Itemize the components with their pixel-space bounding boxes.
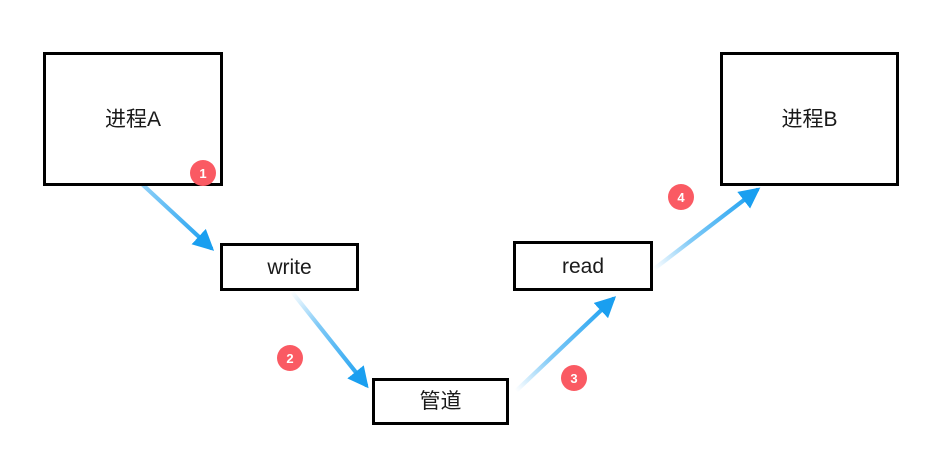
node-read-label: read [561, 254, 605, 278]
step-badge-1: 1 [190, 160, 216, 186]
node-process-b[interactable]: 进程B [720, 52, 899, 186]
node-process-b-label: 进程B [781, 107, 838, 131]
step-badge-3-label: 3 [570, 370, 578, 386]
arrow-write-to-pipe [289, 289, 369, 389]
step-badge-3: 3 [561, 365, 587, 391]
step-badge-4: 4 [668, 184, 694, 210]
step-badge-2-label: 2 [286, 350, 294, 366]
step-badge-4-label: 4 [677, 189, 685, 205]
step-badge-2: 2 [277, 345, 303, 371]
node-write[interactable]: write [220, 243, 359, 291]
node-pipe-label: 管道 [419, 390, 462, 413]
node-process-a-label: 进程A [104, 107, 161, 131]
node-pipe[interactable]: 管道 [372, 378, 509, 425]
node-read[interactable]: read [513, 241, 653, 291]
node-write-label: write [267, 255, 312, 279]
step-badge-1-label: 1 [199, 165, 207, 181]
